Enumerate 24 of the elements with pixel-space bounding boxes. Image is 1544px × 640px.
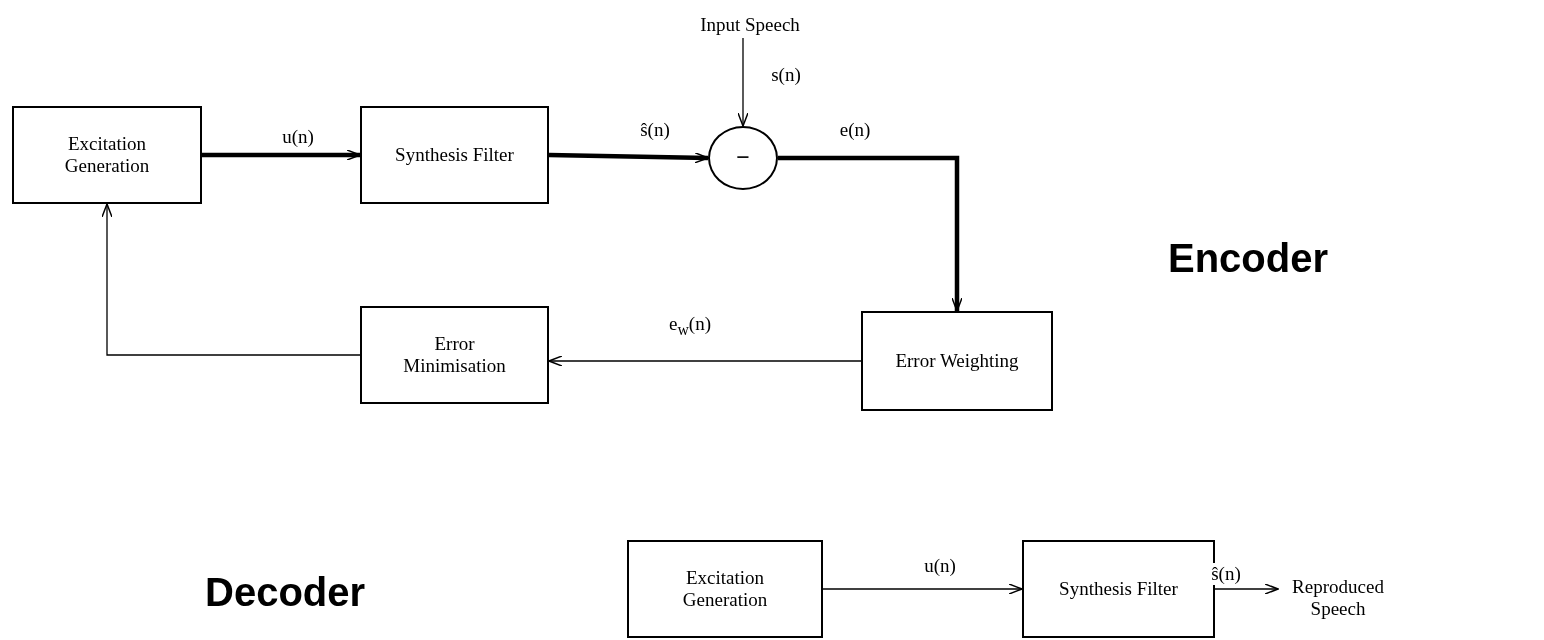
arrow	[822, 583, 1023, 595]
arrow	[778, 155, 963, 312]
edge-label: u(n)	[922, 555, 958, 577]
process-box: Excitation Generation	[627, 540, 823, 638]
signal-text: Input Speech	[690, 12, 810, 38]
process-box: Error Minimisation	[360, 306, 549, 404]
arrow	[1214, 583, 1279, 595]
arrow	[101, 203, 361, 356]
section-title: Decoder	[205, 570, 366, 615]
arrow	[202, 149, 361, 161]
edge-label: e(n)	[837, 119, 873, 141]
arrow	[737, 37, 749, 127]
edge-label: s(n)	[769, 64, 803, 86]
arrow	[548, 152, 709, 164]
process-box: Excitation Generation	[12, 106, 202, 204]
process-box: Error Weighting	[861, 311, 1053, 411]
edge-label: ŝ(n)	[638, 119, 672, 141]
signal-text: Reproduced Speech	[1278, 574, 1398, 622]
edge-label: ŝ(n)	[1209, 563, 1243, 585]
section-title: Encoder	[1168, 236, 1329, 281]
subtractor-circle: −	[708, 126, 778, 190]
process-box: Synthesis Filter	[360, 106, 549, 204]
arrow	[548, 355, 862, 367]
edge-label: u(n)	[280, 126, 316, 148]
